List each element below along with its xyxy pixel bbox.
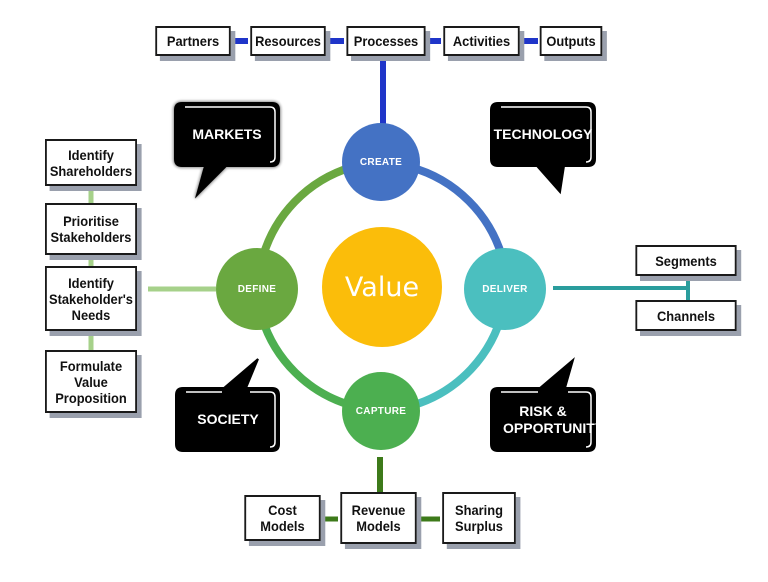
society-bubble: SOCIETY	[179, 391, 277, 448]
activities-box: Activities	[443, 26, 520, 56]
identify-needs-label: Identify Stakeholder's Needs	[49, 274, 133, 323]
deliver-node: DELIVER	[464, 248, 546, 330]
bubble-markets-highlight	[185, 106, 276, 163]
value-circle: Value	[322, 227, 442, 347]
processes-label: Processes	[353, 33, 419, 49]
define-node: DEFINE	[216, 248, 298, 330]
resources-label: Resources	[255, 33, 321, 49]
society-label: SOCIETY	[197, 411, 259, 427]
identify-shareholders-box: Identify Shareholders	[45, 139, 137, 186]
bubble-markets-shape	[174, 102, 280, 199]
sharing-surplus-box: Sharing Surplus	[442, 492, 516, 544]
value-label: Value	[344, 271, 420, 303]
resources-box: Resources	[250, 26, 326, 56]
segments-label: Segments	[655, 252, 717, 269]
risk-opportunity-bubble: RISK & OPPORTUNITY	[494, 391, 605, 448]
markets-bubble: MARKETS	[178, 106, 276, 163]
activities-label: Activities	[452, 33, 511, 49]
cost-models-label: Cost Models	[260, 502, 305, 534]
create-label: CREATE	[359, 156, 403, 168]
identify-needs-box: Identify Stakeholder's Needs	[45, 266, 137, 331]
revenue-models-label: Revenue Models	[351, 502, 406, 534]
revenue-models-box: Revenue Models	[340, 492, 417, 544]
sharing-surplus-label: Sharing Surplus	[455, 502, 503, 534]
outputs-label: Outputs	[546, 33, 596, 49]
prioritise-stakeholders-box: Prioritise Stakeholders	[45, 203, 137, 255]
partners-box: Partners	[155, 26, 231, 56]
technology-label: TECHNOLOGY	[493, 126, 593, 142]
create-node: CREATE	[342, 123, 420, 201]
bubble-society-highlight	[186, 391, 276, 448]
cost-models-box: Cost Models	[244, 495, 321, 541]
risk-opportunity-label: RISK & OPPORTUNITY	[503, 402, 605, 436]
deliver-label: DELIVER	[482, 283, 528, 295]
define-label: DEFINE	[237, 283, 277, 295]
technology-bubble: TECHNOLOGY	[493, 106, 593, 163]
identify-shareholders-label: Identify Shareholders	[49, 146, 133, 179]
bubble-technology-highlight	[501, 106, 592, 163]
bubble-risk-shape	[490, 357, 596, 452]
formulate-value-proposition-box: Formulate Value Proposition	[45, 350, 137, 413]
bubble-technology-shape	[490, 102, 596, 195]
formulate-value-proposition-label: Formulate Value Proposition	[55, 357, 127, 406]
segments-box: Segments	[635, 245, 737, 276]
ring-arc-define-create	[258, 163, 354, 262]
bubble-risk-highlight	[501, 391, 592, 448]
ring-arc-capture-define	[258, 316, 352, 409]
channels-box: Channels	[635, 300, 737, 331]
processes-box: Processes	[346, 26, 426, 56]
markets-label: MARKETS	[192, 126, 262, 142]
outputs-box: Outputs	[539, 26, 603, 56]
bubble-society-shape	[175, 358, 280, 452]
channels-label: Channels	[657, 307, 715, 324]
capture-node: CAPTURE	[342, 372, 420, 450]
partners-label: Partners	[166, 33, 220, 49]
ring-arc-create-deliver	[408, 163, 507, 262]
capture-label: CAPTURE	[355, 405, 407, 417]
prioritise-stakeholders-label: Prioritise Stakeholders	[50, 213, 132, 245]
